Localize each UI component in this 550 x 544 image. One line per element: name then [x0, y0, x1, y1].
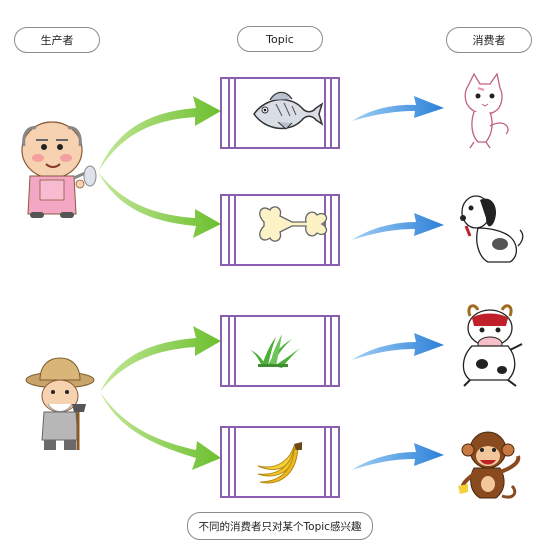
topic-box-banana [220, 426, 340, 498]
grass-icon [250, 334, 300, 368]
caption-label: 不同的消费者只对某个Topic感兴趣 [187, 512, 373, 540]
producer-label-text: 生产者 [40, 34, 74, 47]
topic-label-text: Topic [266, 32, 294, 46]
green-arrow-fish [98, 96, 221, 172]
producer-label: 生产者 [14, 27, 100, 53]
blue-arrow-cat [352, 96, 444, 121]
monkey-icon [458, 431, 521, 499]
topic-label: Topic [237, 26, 323, 52]
cat-icon [464, 72, 509, 149]
green-arrow-bone [98, 172, 221, 238]
fish-icon [253, 91, 324, 130]
green-arrow-banana [100, 392, 221, 470]
caption-label-text: 不同的消费者只对某个Topic感兴趣 [198, 520, 362, 533]
topic-boxes [220, 77, 340, 498]
consumer-label: 消费者 [446, 27, 532, 53]
dog-icon [460, 195, 524, 263]
blue-arrow-cow [352, 333, 444, 360]
blue-arrow-monkey [352, 443, 444, 470]
consumer-label-text: 消费者 [472, 34, 506, 47]
consumer-arrows [352, 96, 444, 470]
producer-arrows [98, 96, 221, 470]
green-arrow-grass [100, 326, 221, 392]
farmer-icon [25, 357, 95, 450]
cow-icon [462, 304, 523, 387]
old-man-icon [21, 121, 97, 218]
banana-icon [257, 442, 302, 484]
bone-icon [259, 206, 328, 242]
blue-arrow-dog [352, 213, 444, 240]
